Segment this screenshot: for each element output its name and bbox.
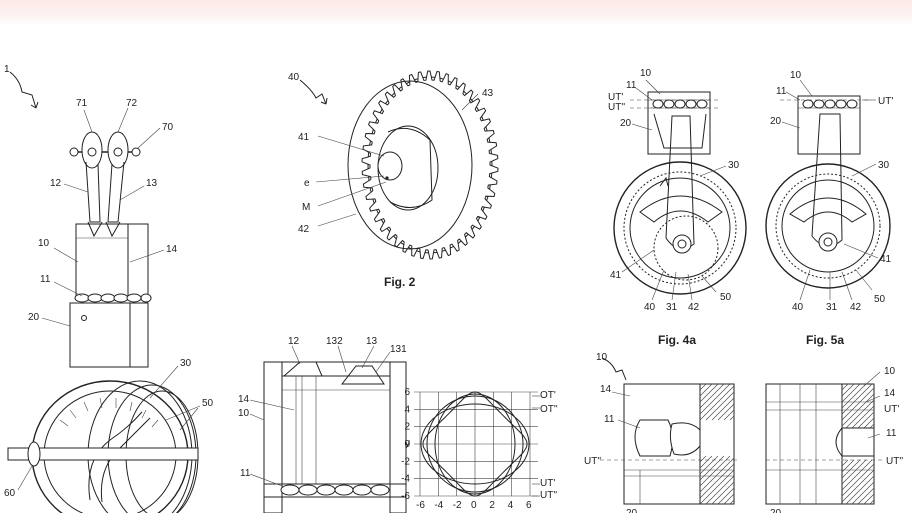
y-tick-label: 2 <box>404 422 410 433</box>
hatching <box>699 383 735 505</box>
ball-row <box>74 293 152 303</box>
label-10-fig3: 10 <box>238 408 250 419</box>
x-tick-label: -6 <box>416 500 425 511</box>
label-14-fig5b: 14 <box>884 388 896 399</box>
label-42-fig4a: 42 <box>688 302 700 313</box>
label-M: M <box>302 202 310 213</box>
label-43: 43 <box>482 88 494 99</box>
marker-ut-prime: UT' <box>540 478 555 489</box>
label-ut-double-prime-fig4a: UT'' <box>608 102 625 113</box>
figure-4a: 10 11 UT' UT'' 20 30 41 40 31 42 50 Fig.… <box>608 68 747 347</box>
marker-ut-double-prime: UT'' <box>540 490 557 501</box>
label-40-fig4a: 40 <box>644 302 656 313</box>
y-tick-label: 4 <box>404 404 410 415</box>
stroke-graph: -6 -4 -2 0 2 4 6 6 4 2 0 -2 -4 -6 y OT' OT'' UT' UT'' <box>401 387 558 511</box>
label-42-fig5a: 42 <box>850 302 862 313</box>
y-tick-label: 0 <box>404 439 410 450</box>
label-30: 30 <box>180 358 192 369</box>
label-13: 13 <box>146 178 158 189</box>
label-132: 132 <box>326 336 343 347</box>
label-41-fig5a: 41 <box>880 254 892 265</box>
figure-5b: 10 14 UT' 11 UT'' 20 <box>765 366 903 513</box>
caption-fig-5a: Fig. 5a <box>806 333 844 347</box>
label-10: 10 <box>38 238 50 249</box>
label-71: 71 <box>76 98 88 109</box>
x-tick-label: -4 <box>434 500 443 511</box>
hatching <box>841 383 875 505</box>
label-ut-prime-fig4a: UT' <box>608 92 623 103</box>
label-20: 20 <box>28 312 40 323</box>
label-ut-prime-fig5a: UT' <box>878 96 893 107</box>
label-31-fig5a: 31 <box>826 302 838 313</box>
label-30-fig4a: 30 <box>728 160 740 171</box>
label-11-fig3: 11 <box>240 468 251 479</box>
label-20-fig5a: 20 <box>770 116 782 127</box>
label-11-fig4b: 11 <box>604 414 615 425</box>
caption-fig-4a: Fig. 4a <box>658 333 696 347</box>
label-131: 131 <box>390 344 407 355</box>
label-41-fig4a: 41 <box>610 270 622 281</box>
x-tick-label: -2 <box>453 500 462 511</box>
page-top-band <box>0 0 912 26</box>
label-40-fig5a: 40 <box>792 302 804 313</box>
label-11-fig5a: 11 <box>776 86 787 97</box>
label-12: 12 <box>50 178 62 189</box>
y-tick-label: -6 <box>401 491 410 502</box>
figure-5a: 10 11 UT' 20 30 41 40 31 42 50 Fig. 5a <box>765 70 893 347</box>
label-10-fig4a: 10 <box>640 68 652 79</box>
label-50-fig4a: 50 <box>720 292 732 303</box>
label-ut-double-prime-fig5b: UT'' <box>886 456 903 467</box>
label-10-fig5a: 10 <box>790 70 802 81</box>
label-20-fig4a: 20 <box>620 118 632 129</box>
label-20-fig4b: 20 <box>626 508 638 513</box>
figure-4b: 10 14 11 UT'' 20 <box>584 352 740 513</box>
y-tick-label: -4 <box>401 474 410 485</box>
label-14-fig3: 14 <box>238 394 250 405</box>
label-11-fig4a: 11 <box>626 80 637 91</box>
x-tick-label: 6 <box>526 500 532 511</box>
label-41: 41 <box>298 132 310 143</box>
marker-ot-double-prime: OT'' <box>540 404 558 415</box>
graph-y-label: y <box>405 438 410 449</box>
label-10-fig5b: 10 <box>884 366 896 377</box>
label-70: 70 <box>162 122 174 133</box>
x-tick-label: 0 <box>471 500 477 511</box>
figure-1: 1 71 72 70 12 13 10 14 11 20 30 50 60 <box>4 64 214 513</box>
label-14: 14 <box>166 244 178 255</box>
x-tick-label: 4 <box>508 500 514 511</box>
label-1: 1 <box>4 64 10 75</box>
label-e: e <box>304 178 310 189</box>
label-ut-prime-fig5b: UT' <box>884 404 899 415</box>
label-60: 60 <box>4 488 16 499</box>
label-72: 72 <box>126 98 138 109</box>
y-tick-label: -2 <box>401 456 410 467</box>
label-50: 50 <box>202 398 214 409</box>
x-tick-label: 2 <box>489 500 495 511</box>
label-30-fig5a: 30 <box>878 160 890 171</box>
label-31-fig4a: 31 <box>666 302 678 313</box>
figure-2: 40 43 41 e M 42 Fig. 2 <box>288 70 499 289</box>
label-11-fig5b: 11 <box>886 428 897 439</box>
y-tick-label: 6 <box>404 387 410 398</box>
label-10-fig4b: 10 <box>596 352 608 363</box>
label-42: 42 <box>298 224 310 235</box>
label-40: 40 <box>288 72 300 83</box>
marker-ot-prime: OT' <box>540 390 556 401</box>
caption-fig-2: Fig. 2 <box>384 275 416 289</box>
ball-row-fig3 <box>280 484 390 496</box>
label-12-fig3: 12 <box>288 336 300 347</box>
label-50-fig5a: 50 <box>874 294 886 305</box>
label-ut-double-prime-fig4b: UT'' <box>584 456 601 467</box>
label-20-fig5b: 20 <box>770 508 782 513</box>
label-14-fig4b: 14 <box>600 384 612 395</box>
label-11: 11 <box>40 274 51 285</box>
label-13-fig3: 13 <box>366 336 378 347</box>
